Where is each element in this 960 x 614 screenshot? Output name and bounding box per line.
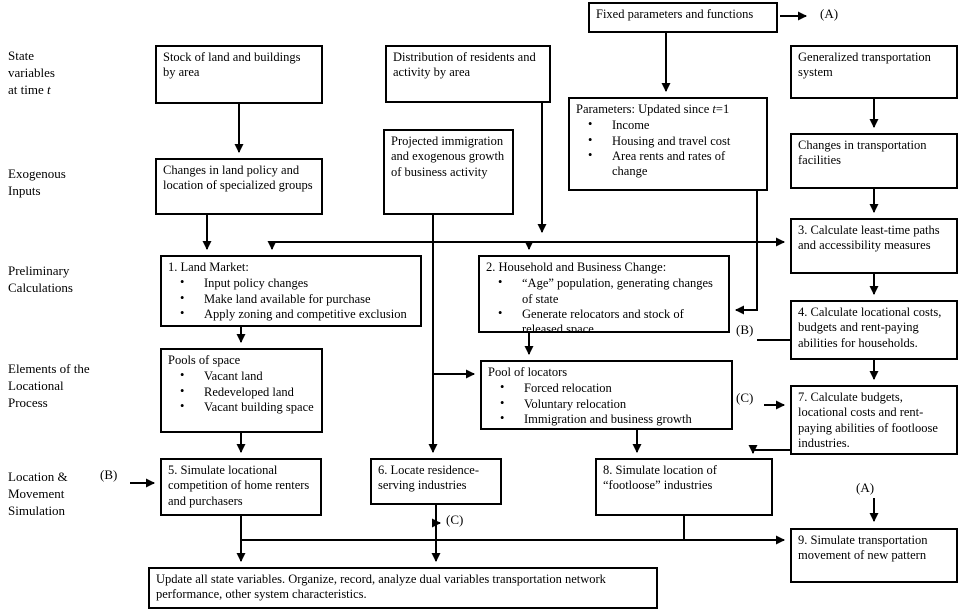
simulate-transportation-movement-box: 9. Simulate transportation movement of n… bbox=[790, 528, 958, 583]
row-label-italic-t: t bbox=[47, 81, 51, 97]
land-market-box: 1. Land Market: Input policy changes Mak… bbox=[160, 255, 422, 327]
calc-least-time-paths-box: 3. Calculate least-time paths and access… bbox=[790, 218, 958, 274]
bullet-item: Forced relocation bbox=[500, 380, 725, 396]
bullet-item: Input policy changes bbox=[180, 275, 414, 291]
bullet-item: Vacant building space bbox=[180, 399, 315, 415]
box-title: Parameters: Updated since t=1 bbox=[576, 102, 760, 117]
household-business-change-box: 2. Household and Business Change: “Age” … bbox=[478, 255, 730, 333]
bullet-item: Immigration and business growth bbox=[500, 411, 725, 427]
calc-budgets-footloose-box: 7. Calculate budgets, locational costs a… bbox=[790, 385, 958, 455]
box-title: 8. Simulate location of “footloose” indu… bbox=[603, 463, 717, 493]
box-title: Pools of space bbox=[168, 353, 241, 367]
row-label-state-variables: State variables at time t bbox=[8, 48, 55, 99]
box-title: 6. Locate residence-serving industries bbox=[378, 463, 479, 493]
bullet-item: Income bbox=[588, 117, 760, 133]
box-title: Fixed parameters and functions bbox=[596, 7, 754, 21]
box-title: 7. Calculate budgets, locational costs a… bbox=[798, 390, 938, 450]
changes-transportation-box: Changes in transportation facilities bbox=[790, 133, 958, 189]
box-title: Pool of locators bbox=[488, 365, 568, 379]
bullet-item: Voluntary relocation bbox=[500, 395, 725, 412]
box-bullets: Input policy changes Make land available… bbox=[168, 275, 414, 322]
fixed-parameters-box: Fixed parameters and functions bbox=[588, 2, 778, 33]
box-title: 5. Simulate locational competition of ho… bbox=[168, 463, 310, 508]
bullet-item: Housing and travel cost bbox=[588, 132, 760, 149]
bullet-item: Redeveloped land bbox=[180, 383, 315, 400]
bullet-item: “Age” population, generating changes of … bbox=[498, 275, 722, 307]
title-italic-t: t bbox=[712, 102, 716, 116]
box-title: 3. Calculate least-time paths and access… bbox=[798, 223, 940, 253]
connector-label-a-bottom: (A) bbox=[856, 480, 875, 495]
bullet-item: Make land available for purchase bbox=[180, 290, 414, 307]
box-title: Distribution of residents and activity b… bbox=[393, 50, 536, 80]
box-title: Stock of land and buildings by area bbox=[163, 50, 301, 80]
title-text: =1 bbox=[715, 102, 730, 116]
row-label-elements-locational-process: Elements of the Locational Process bbox=[8, 361, 90, 410]
pools-of-space-box: Pools of space Vacant land Redeveloped l… bbox=[160, 348, 323, 433]
pool-of-locators-box: Pool of locators Forced relocation Volun… bbox=[480, 360, 733, 430]
row-label-preliminary-calculations: Preliminary Calculations bbox=[8, 263, 73, 295]
calc-locational-costs-box: 4. Calculate locational costs, budgets a… bbox=[790, 300, 958, 360]
stock-land-buildings-box: Stock of land and buildings by area bbox=[155, 45, 323, 104]
box-title: Update all state variables. Organize, re… bbox=[156, 572, 606, 602]
update-state-variables-box: Update all state variables. Organize, re… bbox=[148, 567, 658, 609]
bullet-item: Apply zoning and competitive exclusion bbox=[180, 306, 414, 322]
generalized-transportation-box: Generalized transportation system bbox=[790, 45, 958, 99]
title-text: Parameters: Updated since bbox=[576, 102, 713, 116]
changes-land-policy-box: Changes in land policy and location of s… bbox=[155, 158, 323, 215]
box-title: Changes in land policy and location of s… bbox=[163, 163, 313, 193]
box-bullets: Income Housing and travel cost Area rent… bbox=[576, 117, 760, 180]
box-title: 9. Simulate transportation movement of n… bbox=[798, 533, 928, 563]
connector-label-c-into-box7: (C) bbox=[736, 390, 754, 405]
row-label-exogenous-inputs: Exogenous Inputs bbox=[8, 166, 66, 198]
connector-label-c-from-box6: (C) bbox=[446, 512, 464, 527]
connector-label-b-from-box4: (B) bbox=[736, 322, 754, 337]
arrow-box7-to-box8 bbox=[748, 445, 790, 454]
bullet-item: Area rents and rates of change bbox=[588, 148, 760, 180]
box-bullets: Vacant land Redeveloped land Vacant buil… bbox=[168, 368, 315, 415]
connector-label-b-into-box5: (B) bbox=[100, 467, 118, 482]
bullet-item: Generate relocators and stock of release… bbox=[498, 306, 722, 331]
arrow-parameters-to-box2-b bbox=[735, 191, 758, 315]
bullet-item: Vacant land bbox=[180, 368, 315, 384]
box-title: 2. Household and Business Change: bbox=[486, 260, 667, 274]
simulate-footloose-location-box: 8. Simulate location of “footloose” indu… bbox=[595, 458, 773, 516]
box-title: Projected immigration and exogenous grow… bbox=[391, 134, 505, 179]
row-label-text: State variables at time bbox=[8, 48, 55, 97]
row-label-location-movement-simulation: Location & Movement Simulation bbox=[8, 469, 68, 518]
box-title: 4. Calculate locational costs, budgets a… bbox=[798, 305, 942, 350]
box-title: Generalized transportation system bbox=[798, 50, 931, 80]
parameters-updated-box: Parameters: Updated since t=1 Income Hou… bbox=[568, 97, 768, 191]
distribution-residents-box: Distribution of residents and activity b… bbox=[385, 45, 551, 103]
simulate-locational-competition-box: 5. Simulate locational competition of ho… bbox=[160, 458, 322, 516]
box-bullets: Forced relocation Voluntary relocation I… bbox=[488, 380, 725, 427]
projected-immigration-box: Projected immigration and exogenous grow… bbox=[383, 129, 514, 215]
box-bullets: “Age” population, generating changes of … bbox=[486, 275, 722, 331]
box-title: 1. Land Market: bbox=[168, 260, 249, 274]
locate-residence-serving-box: 6. Locate residence-serving industries bbox=[370, 458, 502, 505]
connector-label-a-top: (A) bbox=[820, 6, 839, 21]
box-title: Changes in transportation facilities bbox=[798, 138, 927, 168]
